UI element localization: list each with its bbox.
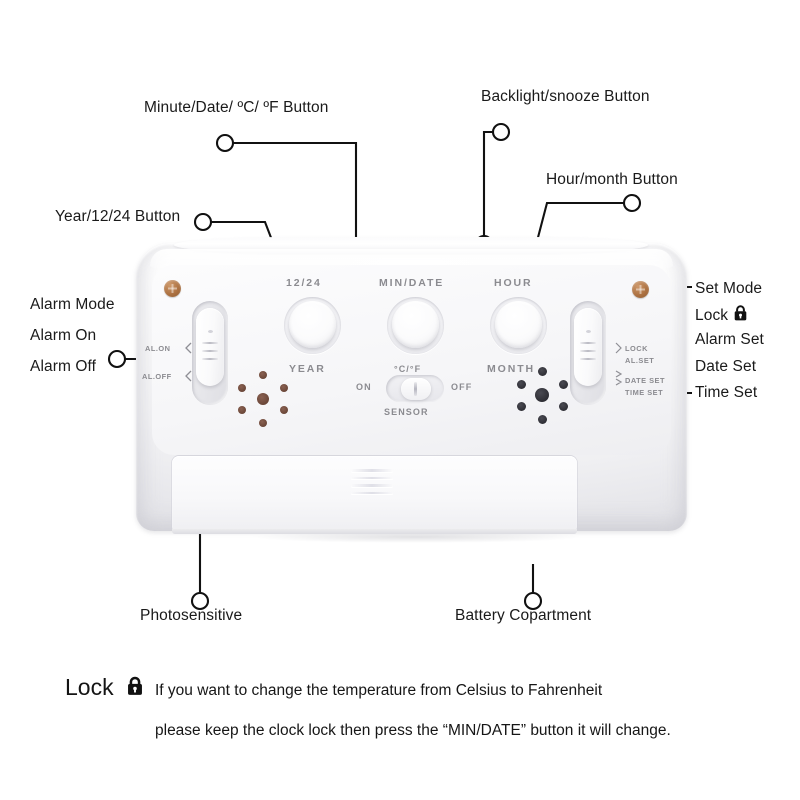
min-date-cf-button[interactable] (387, 297, 444, 354)
alarm-clock-rear-panel: 12/24 MIN/DATE HOUR YEAR °C/°F MONTH (136, 237, 687, 553)
speaker-grille-right (514, 367, 572, 425)
callout-backlight-snooze-button: Backlight/snooze Button (481, 88, 650, 105)
callout-alarm-on: Alarm On (30, 327, 97, 344)
battery-compartment-door[interactable] (172, 456, 577, 531)
footer-lock-heading: Lock (65, 674, 144, 701)
print-on: ON (356, 382, 372, 392)
slider-knob[interactable] (196, 308, 224, 386)
callout-year-1224-button: Year/12/24 Button (55, 208, 181, 225)
print-date-set: DATE SET (625, 376, 665, 385)
print-off: OFF (451, 382, 473, 392)
callout-alarm-off: Alarm Off (30, 358, 97, 375)
print-al-off: AL.OFF (142, 372, 172, 381)
sensor-switch[interactable] (386, 375, 444, 402)
print-lock: LOCK (625, 344, 648, 353)
print-al-on: AL.ON (145, 344, 171, 353)
padlock-icon (734, 305, 746, 321)
knob-indicator (586, 330, 591, 333)
print-time-set: TIME SET (625, 388, 664, 397)
print-month: MONTH (487, 363, 535, 375)
callout-time-set: Time Set (695, 384, 758, 401)
speaker-grille-left (235, 371, 293, 429)
alarm-mode-slider[interactable] (192, 301, 228, 405)
hour-month-button[interactable] (490, 297, 547, 354)
print-year: YEAR (289, 363, 326, 375)
print-al-set: AL.SET (625, 356, 655, 365)
sensor-switch-knob[interactable] (401, 377, 431, 400)
screw-top-right (632, 281, 649, 298)
callout-lock: Lock (695, 305, 748, 324)
padlock-icon (128, 676, 142, 695)
print-12-24: 12/24 (286, 277, 322, 289)
print-sensor: SENSOR (384, 407, 429, 417)
footer-line-2: please keep the clock lock then press th… (155, 722, 671, 739)
print-hour: HOUR (494, 277, 533, 289)
battery-door-grip (351, 469, 393, 495)
year-12-24-button[interactable] (284, 297, 341, 354)
button-cap (495, 301, 542, 348)
callout-set-mode: Set Mode (695, 280, 763, 297)
callout-battery-compartment: Battery Copartment (455, 607, 592, 624)
callout-hour-month-button: Hour/month Button (546, 171, 678, 188)
print-celsius-fahrenheit: °C/°F (394, 364, 422, 374)
slider-knob[interactable] (574, 308, 602, 386)
alarm-bracket-icon (185, 342, 192, 382)
battery-door-foot (172, 529, 577, 534)
callout-lock-label: Lock (695, 307, 729, 324)
callout-alarm-mode: Alarm Mode (30, 296, 115, 313)
callout-minute-date-button: Minute/Date/ ºC/ ºF Button (144, 99, 329, 116)
footer-line-1: If you want to change the temperature fr… (155, 682, 603, 699)
device-shell: 12/24 MIN/DATE HOUR YEAR °C/°F MONTH (136, 237, 687, 534)
knob-ridges (580, 342, 596, 364)
print-min-date: MIN/DATE (379, 277, 445, 289)
screw-top-left (164, 280, 181, 297)
knob-ridges (202, 342, 218, 364)
set-mode-slider[interactable] (570, 301, 606, 405)
callout-alarm-set: Alarm Set (695, 331, 764, 348)
footer-lock-label: Lock (65, 674, 114, 700)
knob-indicator (208, 330, 213, 333)
button-cap (392, 301, 439, 348)
callout-photosensitive: Photosensitive (140, 607, 243, 624)
callout-date-set: Date Set (695, 358, 757, 375)
button-cap (289, 301, 336, 348)
set-mode-bracket-icon (615, 342, 623, 386)
